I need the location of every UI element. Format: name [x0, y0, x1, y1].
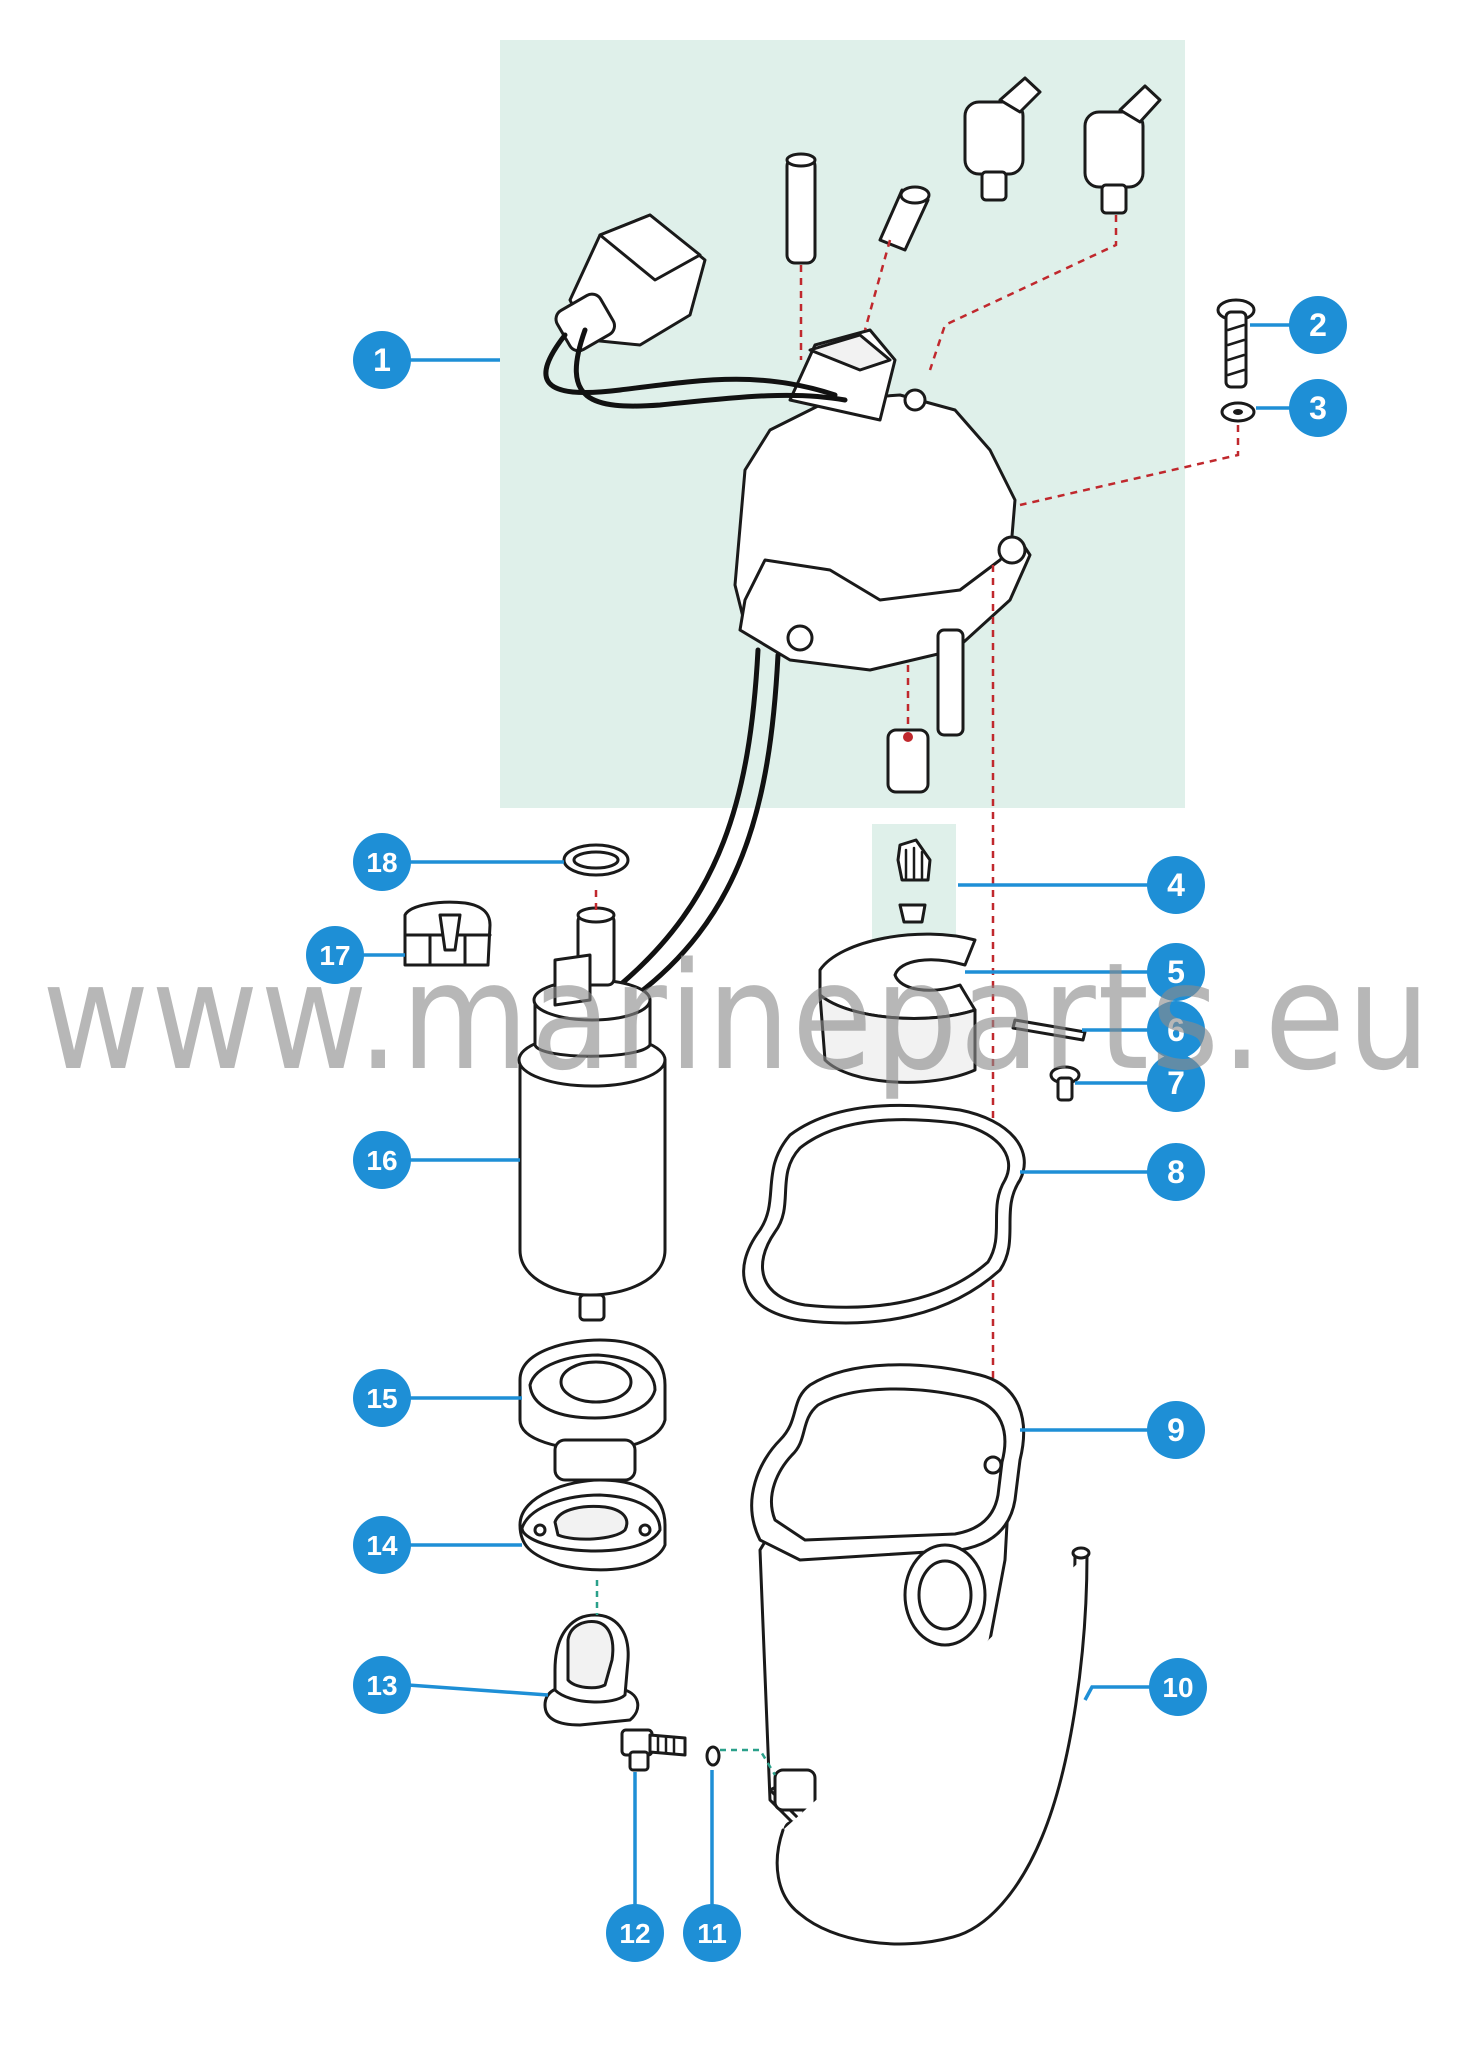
- small-screw: [1049, 1065, 1081, 1102]
- elbow-fitting-right: [1083, 84, 1162, 215]
- callout-label-17: 17: [319, 940, 350, 971]
- elbow-fitting-left: [963, 76, 1042, 202]
- callout-badge-11: 11: [683, 1904, 741, 1962]
- float-pin: [1011, 1018, 1087, 1042]
- leader-lines: [362, 323, 1290, 1905]
- callout-label-3: 3: [1309, 390, 1327, 426]
- fitting-straight-left: [785, 152, 817, 265]
- grommet: [543, 1613, 640, 1727]
- callout-badge-6: 6: [1147, 1001, 1205, 1059]
- watermark: www.marineparts.eu: [42, 931, 1432, 1103]
- guide-fitting-small: [863, 239, 892, 331]
- guide-drain: [720, 1748, 777, 1776]
- gasket: [742, 1103, 1026, 1325]
- guide-screw: [1019, 425, 1240, 507]
- electrical-connector: [554, 213, 707, 353]
- callout-label-13: 13: [366, 1670, 397, 1701]
- cover-pin-long: [936, 628, 965, 737]
- callout-label-4: 4: [1167, 867, 1185, 903]
- pump-bracket: [518, 1338, 667, 1482]
- callout-badge-16: 16: [353, 1131, 411, 1189]
- callout-badge-4: 4: [1147, 856, 1205, 914]
- callout-label-16: 16: [366, 1145, 397, 1176]
- screw: [1216, 298, 1256, 389]
- callout-label-15: 15: [366, 1383, 397, 1414]
- vent-hose: [775, 1546, 1091, 1946]
- callout-badge-3: 3: [1289, 379, 1347, 437]
- callout-label-6: 6: [1167, 1012, 1185, 1048]
- o-ring-small: [705, 1745, 721, 1767]
- cover-pin-short: [886, 728, 930, 794]
- callout-label-1: 1: [373, 342, 391, 378]
- drain-screw: [620, 1728, 687, 1772]
- callout-badge-7: 7: [1147, 1054, 1205, 1112]
- pump-seat-plate: [518, 1478, 667, 1572]
- callout-badge-15: 15: [353, 1369, 411, 1427]
- callout-label-2: 2: [1309, 307, 1327, 343]
- callout-badge-9: 9: [1147, 1401, 1205, 1459]
- washer: [1220, 401, 1256, 423]
- pump-clip: [403, 900, 492, 967]
- wire-harness: [543, 327, 848, 1003]
- callout-label-9: 9: [1167, 1412, 1185, 1448]
- callout-label-10: 10: [1162, 1672, 1193, 1703]
- callout-badge-2: 2: [1289, 296, 1347, 354]
- callout-badge-10: 10: [1149, 1658, 1207, 1716]
- guide-elbow-right: [928, 215, 1118, 371]
- o-ring: [562, 843, 630, 877]
- float-bowl: [750, 1363, 1026, 1876]
- callout-label-14: 14: [366, 1530, 398, 1561]
- callout-label-12: 12: [619, 1918, 650, 1949]
- callout-badge-12: 12: [606, 1904, 664, 1962]
- fuel-pump: [517, 906, 667, 1322]
- callout-badge-1: 1: [353, 331, 411, 389]
- callout-label-8: 8: [1167, 1154, 1185, 1190]
- needle-valve: [896, 838, 932, 924]
- callout-label-18: 18: [366, 847, 397, 878]
- callout-badge-8: 8: [1147, 1143, 1205, 1201]
- float: [818, 932, 977, 1084]
- callout-label-11: 11: [697, 1918, 727, 1949]
- callout-badge-13: 13: [353, 1656, 411, 1714]
- callout-badge-5: 5: [1147, 943, 1205, 1001]
- callout-label-7: 7: [1167, 1065, 1185, 1101]
- callout-label-5: 5: [1167, 954, 1185, 990]
- callout-badge-17: 17: [306, 926, 364, 984]
- callout-badge-18: 18: [353, 833, 411, 891]
- fitting-angled-small: [878, 185, 931, 252]
- callout-badge-14: 14: [353, 1516, 411, 1574]
